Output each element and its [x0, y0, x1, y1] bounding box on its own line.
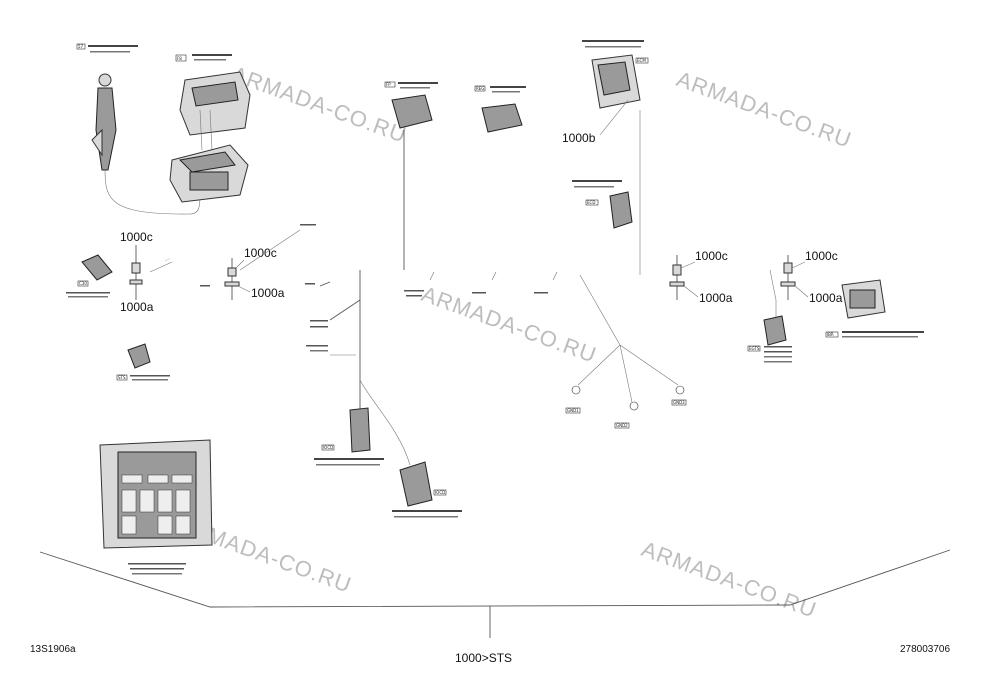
watermark-3: ARMADA-CO.RU [418, 281, 600, 368]
tag-ecm: ECM [637, 58, 646, 63]
regulator: REG [474, 85, 526, 133]
right-stud-2: 1000c 1000a [769, 249, 843, 318]
fuel-pump-connector: FP [384, 81, 438, 129]
svg-text:·····: ····· [164, 256, 172, 263]
tag-gnd1: GND1 [567, 408, 579, 413]
starter-relay: STS [116, 343, 170, 381]
callout-1000a-left: 1000a [120, 300, 154, 314]
harness-branches [305, 110, 641, 420]
tag-gnd2: GND2 [616, 423, 628, 428]
tag-iocd-a: IOCD [323, 445, 333, 450]
tag-regulator: REG [476, 86, 484, 91]
tag-interconn: ECD [587, 200, 595, 205]
tag-comm: C30 [79, 281, 87, 286]
footer-left-code: 13S1906a [30, 644, 76, 655]
engine-control-module: ECM 1000b [562, 40, 649, 145]
callout-1000c-mid: 1000c [244, 246, 277, 260]
callout-1000a-r2: 1000a [809, 291, 843, 305]
fuse-box-cover: F8 [175, 54, 251, 151]
callout-1000b: 1000b [562, 131, 596, 145]
tag-fuse: F8 [177, 56, 182, 61]
callout-1000c-left: 1000c [120, 230, 153, 244]
watermark-2: ARMADA-CO.RU [673, 66, 855, 153]
left-stud: 1000c 1000a ····· [120, 230, 173, 314]
tag-battery: 57 [78, 44, 84, 49]
harness-inter-connector-1: IOCD [314, 379, 411, 466]
battery-cable: 57 [76, 43, 201, 215]
footer-center-label: 1000>STS [455, 651, 512, 665]
right-stud-1: 1000c 1000a [669, 249, 733, 305]
tag-starter: STS [118, 375, 126, 380]
exhaust-temp-sensor: EGTS [747, 315, 792, 363]
tag-fuelpump: FP [386, 82, 391, 87]
footer-right-code: 278003706 [900, 644, 950, 655]
inter-connector: ECD [572, 180, 633, 229]
watermark-5: ARMADA-CO.RU [638, 536, 820, 623]
communication-post: C30 [66, 254, 113, 298]
tag-egts: EGTS [749, 346, 760, 351]
mid-stud: 1000c 1000a [200, 224, 316, 300]
harness-inter-connector-2: IOCD [392, 461, 462, 518]
callout-1000c-r1: 1000c [695, 249, 728, 263]
callout-1000a-mid: 1000a [251, 286, 285, 300]
fuse-box-base [169, 144, 249, 203]
callout-1000a-r1: 1000a [699, 291, 733, 305]
callout-1000c-r2: 1000c [805, 249, 838, 263]
harness-trunk [39, 549, 951, 638]
tag-gnd3: GND3 [673, 400, 685, 405]
smart-brake-module: IBR [825, 279, 924, 338]
tag-iocd-b: IOCD [435, 490, 445, 495]
fuse-box-large [99, 439, 213, 575]
tag-ibr: IBR [827, 332, 834, 337]
watermark-1: ARMADA-CO.RU [228, 61, 410, 148]
ground-wires: GND1 GND2 GND3 [565, 274, 687, 429]
